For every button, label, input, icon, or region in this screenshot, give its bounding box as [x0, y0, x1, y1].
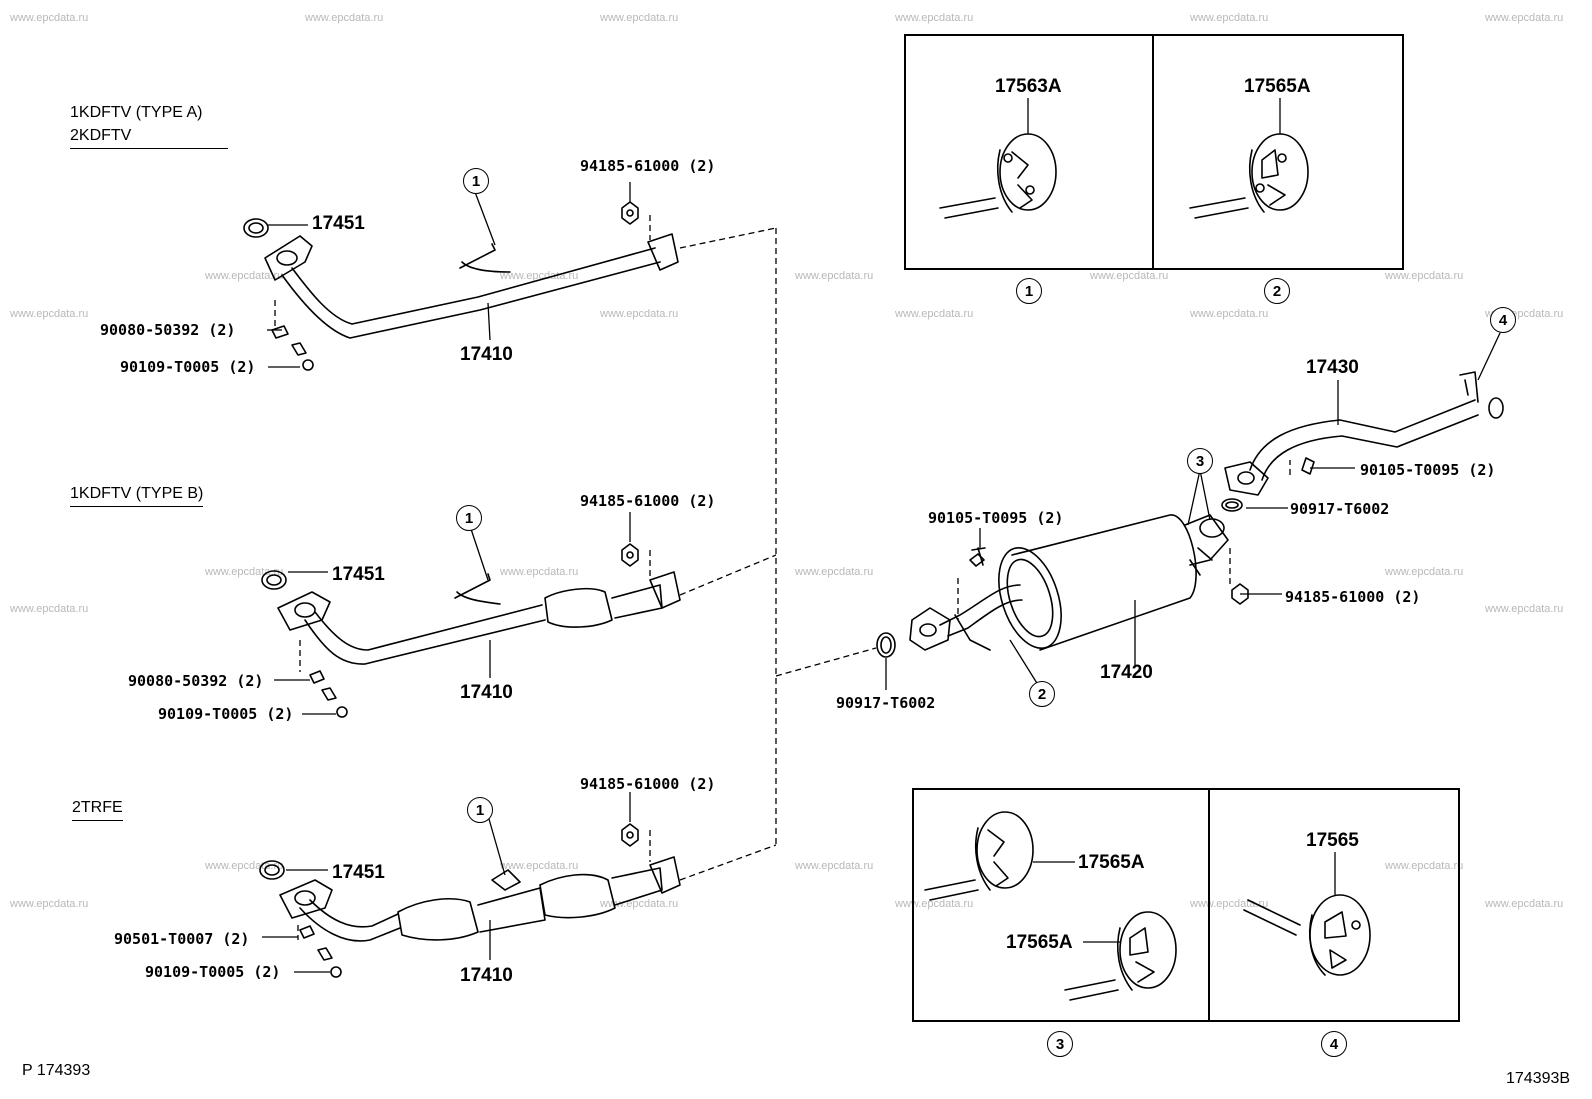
part-label-94185: 94185-61000 (2) [580, 775, 716, 793]
part-label-17410: 17410 [460, 682, 513, 703]
watermark: www.epcdata.ru [1485, 898, 1564, 910]
part-label-17451: 17451 [332, 564, 385, 585]
watermark: www.epcdata.ru [895, 12, 974, 24]
watermark: www.epcdata.ru [10, 603, 89, 615]
callout-2: 2 [1029, 681, 1055, 707]
part-label-94185: 94185-61000 (2) [580, 157, 716, 175]
section-title-type-b: 1KDFTV (TYPE B) [70, 485, 204, 507]
part-label-90105: 90105-T0095 (2) [1360, 461, 1496, 479]
section-title-2trfe: 2TRFE [72, 799, 123, 821]
watermark: www.epcdata.ru [600, 12, 679, 24]
part-label-90917: 90917-T6002 [836, 694, 936, 712]
callout-1: 1 [467, 797, 493, 823]
part-label-17565: 17565 [1306, 830, 1359, 851]
illustration-number: P 174393 [22, 1062, 91, 1079]
watermark: www.epcdata.ru [1090, 270, 1169, 282]
part-label-17410: 17410 [460, 965, 513, 986]
hanger-box-3-art [924, 811, 1177, 1001]
callout-1: 1 [1016, 278, 1042, 304]
watermark: www.epcdata.ru [500, 566, 579, 578]
watermark: www.epcdata.ru [795, 566, 874, 578]
callout-3: 3 [1047, 1031, 1073, 1057]
part-label-90080: 90080-50392 (2) [128, 672, 264, 690]
leader-lines [262, 98, 1501, 973]
callout-1: 1 [463, 168, 489, 194]
part-label-90109: 90109-T0005 (2) [145, 963, 281, 981]
front-pipe-2trfe [259, 823, 681, 978]
hanger-detail-box-3 [912, 788, 1210, 1022]
part-label-90917: 90917-T6002 [1290, 500, 1390, 518]
part-label-94185: 94185-61000 (2) [1285, 588, 1421, 606]
callout-2: 2 [1264, 278, 1290, 304]
part-label-90080: 90080-50392 (2) [100, 321, 236, 339]
part-label-17451: 17451 [312, 213, 365, 234]
watermark: www.epcdata.ru [1485, 603, 1564, 615]
watermark: www.epcdata.ru [1385, 860, 1464, 872]
section-title-type-a: 1KDFTV (TYPE A) [70, 104, 203, 121]
tail-pipe [1221, 371, 1504, 605]
hanger-detail-box-2 [1152, 34, 1404, 270]
part-label-17430: 17430 [1306, 357, 1359, 378]
watermark: www.epcdata.ru [600, 308, 679, 320]
part-label-94185: 94185-61000 (2) [580, 492, 716, 510]
front-pipe-type-a [243, 201, 679, 371]
callout-1: 1 [456, 505, 482, 531]
callout-4: 4 [1321, 1031, 1347, 1057]
watermark: www.epcdata.ru [10, 898, 89, 910]
hanger-detail-box-1 [904, 34, 1154, 270]
part-label-17420: 17420 [1100, 662, 1153, 683]
watermark: www.epcdata.ru [305, 12, 384, 24]
part-label-17565a: 17565A [1006, 932, 1073, 953]
watermark: www.epcdata.ru [1385, 566, 1464, 578]
watermark: www.epcdata.ru [1385, 270, 1464, 282]
watermark: www.epcdata.ru [895, 898, 974, 910]
watermark: www.epcdata.ru [500, 860, 579, 872]
watermark: www.epcdata.ru [1190, 12, 1269, 24]
part-label-90109: 90109-T0005 (2) [120, 358, 256, 376]
center-pipe-muffler [876, 514, 1229, 658]
hanger-box-4-art [1243, 894, 1371, 976]
part-label-90105: 90105-T0095 (2) [928, 509, 1064, 527]
hanger-detail-box-4 [1208, 788, 1460, 1022]
watermark: www.epcdata.ru [795, 270, 874, 282]
watermark: www.epcdata.ru [895, 308, 974, 320]
watermark: www.epcdata.ru [1190, 308, 1269, 320]
part-label-17451: 17451 [332, 862, 385, 883]
dashed-connections [274, 215, 1291, 940]
watermark: www.epcdata.ru [500, 270, 579, 282]
watermark: www.epcdata.ru [10, 308, 89, 320]
watermark: www.epcdata.ru [795, 860, 874, 872]
figure-code: 174393B [1506, 1070, 1571, 1087]
watermark: www.epcdata.ru [600, 898, 679, 910]
watermark: www.epcdata.ru [205, 270, 284, 282]
callout-4: 4 [1490, 307, 1516, 333]
watermark: www.epcdata.ru [10, 12, 89, 24]
hanger-box-1-art [939, 133, 1057, 219]
part-label-17410: 17410 [460, 344, 513, 365]
part-label-17565a: 17565A [1078, 852, 1145, 873]
part-label-90109: 90109-T0005 (2) [158, 705, 294, 723]
part-label-17563a: 17563A [995, 76, 1062, 97]
front-pipe-type-b [261, 543, 681, 718]
callout-3: 3 [1187, 448, 1213, 474]
watermark: www.epcdata.ru [1485, 12, 1564, 24]
section-title-2kdftv: 2KDFTV [70, 127, 228, 149]
part-label-17565a: 17565A [1244, 76, 1311, 97]
part-label-90501: 90501-T0007 (2) [114, 930, 250, 948]
